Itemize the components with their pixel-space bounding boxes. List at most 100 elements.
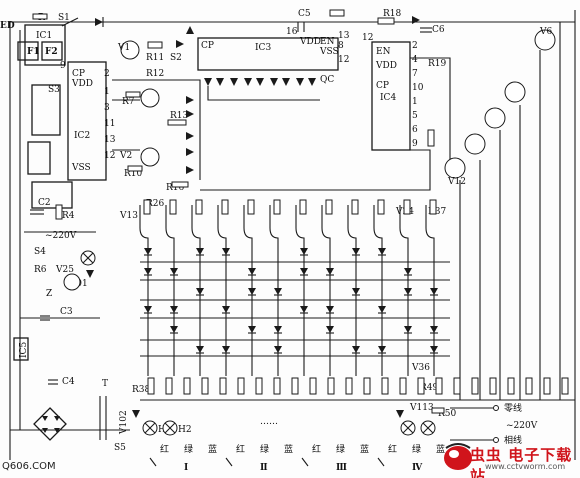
matrix-diode [430, 346, 438, 353]
site-logo [444, 443, 472, 470]
lamp-color-label: 绿 [336, 443, 345, 455]
matrix-diode [300, 306, 308, 313]
bottom-resistor [561, 377, 569, 395]
c6-label: C6 [432, 25, 445, 35]
bottom-resistor [147, 377, 155, 395]
matrix-diode [430, 288, 438, 295]
lamp-color-label: 红 [236, 443, 245, 455]
s2-label: S2 [170, 53, 182, 63]
ic3-pin16: 16 [286, 27, 298, 37]
bottom-resistor [363, 377, 371, 395]
ic4-en-label: EN [376, 47, 391, 57]
matrix-diode [248, 268, 256, 275]
r10-label: R10 [124, 169, 143, 179]
f1-label: F1 [27, 47, 40, 57]
r50-label: R50 [438, 409, 457, 419]
r7-label: R7 [122, 97, 135, 107]
output-transistor-ladder: V6 V12 [200, 22, 561, 400]
matrix-diode [170, 306, 178, 313]
v2-label: V2 [119, 151, 132, 161]
neutral-label: 零线 [504, 402, 522, 414]
ic3-pin8: 8 [338, 41, 344, 51]
matrix-column [269, 205, 279, 376]
ic4-pin4: 4 [412, 55, 418, 65]
lamp-color-label: 红 [312, 443, 321, 455]
matrix-diode [326, 268, 334, 275]
column-resistor [299, 199, 307, 215]
ic4-pin9: 9 [412, 139, 418, 149]
ic4-pin6: 6 [412, 125, 418, 135]
lamp-color-label: 蓝 [208, 443, 217, 455]
ic3-block: CP IC3 QC 16 VDD [197, 27, 339, 101]
bottom-resistor [291, 377, 299, 395]
r6-label: R6 [34, 265, 47, 275]
bottom-resistor [435, 377, 443, 395]
ic5-label: IC5 [19, 342, 29, 358]
ac-mains-label: ~220V [506, 421, 538, 431]
led-label: ED [0, 21, 15, 31]
ic3-output-diodes [204, 78, 316, 86]
matrix-diode [144, 306, 152, 313]
matrix-diode [248, 326, 256, 333]
matrix-column [217, 205, 227, 376]
matrix-column [165, 205, 175, 376]
bridge-rectifier [33, 407, 67, 441]
bottom-resistor [327, 377, 335, 395]
ic2-pin11: 11 [104, 119, 115, 129]
logo-text: 虫虫 电子下载站 [470, 446, 573, 478]
matrix-diode [222, 346, 230, 353]
column-resistor [325, 199, 333, 215]
v13-label: V13 [119, 211, 138, 221]
matrix-diode [196, 288, 204, 295]
ic4-pin5: 5 [412, 111, 418, 121]
diode-column-center [186, 96, 194, 174]
bottom-resistor [219, 377, 227, 395]
left-power-section: S4 R6 V25 V101 Z C3 IC5 C4 T [13, 247, 108, 441]
lamp-matrix: V13 R26 V24 R37 V36 [119, 199, 450, 376]
v36-label: V36 [411, 363, 430, 373]
ic2-pin9: 9 [60, 61, 66, 71]
matrix-diode [274, 346, 282, 353]
z-label: Z [46, 289, 52, 299]
matrix-columns [139, 199, 437, 376]
bottom-resistor [399, 377, 407, 395]
column-resistor [377, 199, 385, 215]
lamp-color-label: 绿 [412, 443, 421, 455]
watermark-left: Q606.COM [2, 461, 56, 472]
s4-label: S4 [34, 247, 46, 257]
matrix-diode [144, 268, 152, 275]
v102-label: V102 [119, 410, 129, 435]
ic3-cp-label: CP [201, 41, 214, 51]
bottom-resistor [309, 377, 317, 395]
ic4-block: EN VDD CP IC4 12 2 4 7 10 1 5 6 9 R19 [362, 33, 451, 170]
ic4-pin1: 1 [412, 97, 418, 107]
h2-label: H2 [178, 425, 192, 435]
ic4-label: IC4 [380, 93, 396, 103]
matrix-diode [352, 288, 360, 295]
top-right-timing: C5 R18 C6 EN VSS 13 8 12 [297, 9, 445, 65]
matrix-diode [170, 268, 178, 275]
t-label: T [102, 379, 108, 389]
lamp-color-label: 绿 [184, 443, 193, 455]
bottom-resistor [453, 377, 461, 395]
matrix-column [399, 205, 409, 376]
ic4-pin12: 12 [362, 33, 373, 43]
matrix-diode [326, 326, 334, 333]
r13-label: R13 [170, 111, 189, 121]
f2-label: F2 [45, 47, 58, 57]
bottom-resistor [255, 377, 263, 395]
c5-label: C5 [298, 9, 311, 19]
ic4-cp-label: CP [376, 81, 389, 91]
bottom-resistor-row: R38 R49 [132, 377, 575, 401]
matrix-diode [404, 326, 412, 333]
matrix-column [373, 205, 383, 376]
bottom-resistor [381, 377, 389, 395]
column-resistor [273, 199, 281, 215]
c2-label: C2 [38, 198, 51, 208]
matrix-diode [274, 326, 282, 333]
ic3-qc-label: QC [320, 75, 334, 85]
matrix-diode [300, 248, 308, 255]
bottom-resistor [183, 377, 191, 395]
matrix-diode [430, 326, 438, 333]
r38-label: R38 [132, 385, 151, 395]
